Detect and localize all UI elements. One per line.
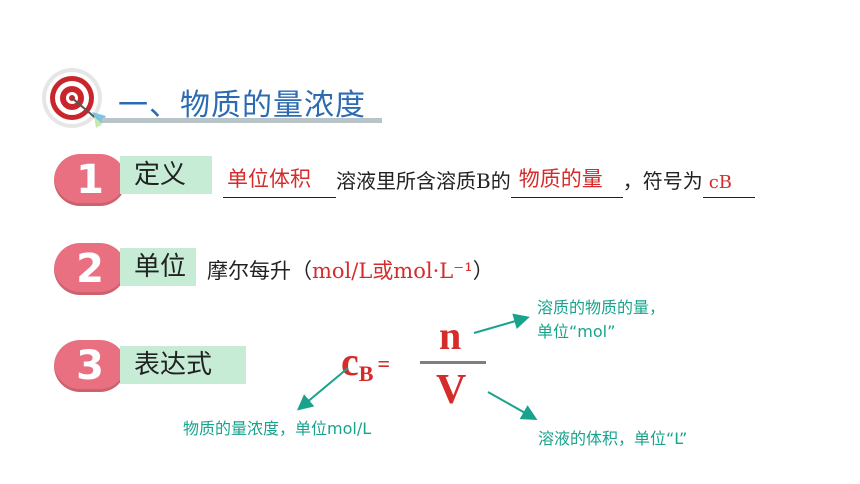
answer-unit-volume: 单位体积 <box>227 167 311 191</box>
blank-answer-3: cB <box>702 168 755 198</box>
blank-answer-1: 单位体积 <box>223 167 336 198</box>
arrow-to-numerator-note <box>473 313 530 334</box>
section-header: 一、物质的量浓度 <box>40 66 390 128</box>
formula-equals: = <box>377 351 390 376</box>
section-label-expression: 表达式 <box>120 346 246 384</box>
formula-lhs-subscript: B <box>358 361 374 386</box>
section-label-unit: 单位 <box>120 248 196 286</box>
formula-numerator: n <box>439 313 462 358</box>
answer-symbol: cB <box>708 172 733 193</box>
section-number-1: 1 <box>54 154 126 206</box>
note-numerator: 溶质的物质的量， 单位“mol” <box>537 296 665 344</box>
note-denominator: 溶液的体积，单位“L” <box>538 429 688 448</box>
target-dart-icon <box>40 66 112 130</box>
formula-lhs-symbol: c <box>341 339 359 384</box>
formula-lhs: cB= <box>341 338 390 387</box>
unit-text: 摩尔每升（ <box>207 259 312 283</box>
section-number-2: 2 <box>54 243 126 295</box>
fraction-bar <box>420 361 486 364</box>
note-lhs: 物质的量浓度，单位mol/L <box>183 419 372 438</box>
arrow-to-denominator-note <box>487 391 538 420</box>
blank-answer-2: 物质的量 <box>510 167 623 198</box>
formula-denominator: V <box>436 367 467 413</box>
title-underline <box>102 118 382 123</box>
section-number-text: 1 <box>76 157 104 203</box>
section-number-text: 3 <box>76 343 104 389</box>
unit-close: ） <box>472 259 494 283</box>
section-number-text: 2 <box>76 246 104 292</box>
section-label-definition: 定义 <box>120 156 212 194</box>
note-numerator-line2: 单位“mol” <box>537 322 616 341</box>
definition-text-2: ，符号为 <box>622 169 703 193</box>
section-number-3: 3 <box>54 340 126 392</box>
arrow-to-lhs-note <box>296 367 349 411</box>
unit-line: 摩尔每升（mol/L或mol·L⁻¹） <box>207 255 494 285</box>
answer-amount-of-substance: 物质的量 <box>518 167 603 191</box>
definition-line: 单位体积 溶液里所含溶质B的 物质的量 ，符号为 cB <box>223 165 755 201</box>
definition-text-1: 溶液里所含溶质B的 <box>336 169 511 193</box>
page-title: 一、物质的量浓度 <box>118 88 366 123</box>
note-numerator-line1: 溶质的物质的量， <box>537 298 666 317</box>
unit-value: mol/L或mol·L⁻¹ <box>312 259 473 283</box>
